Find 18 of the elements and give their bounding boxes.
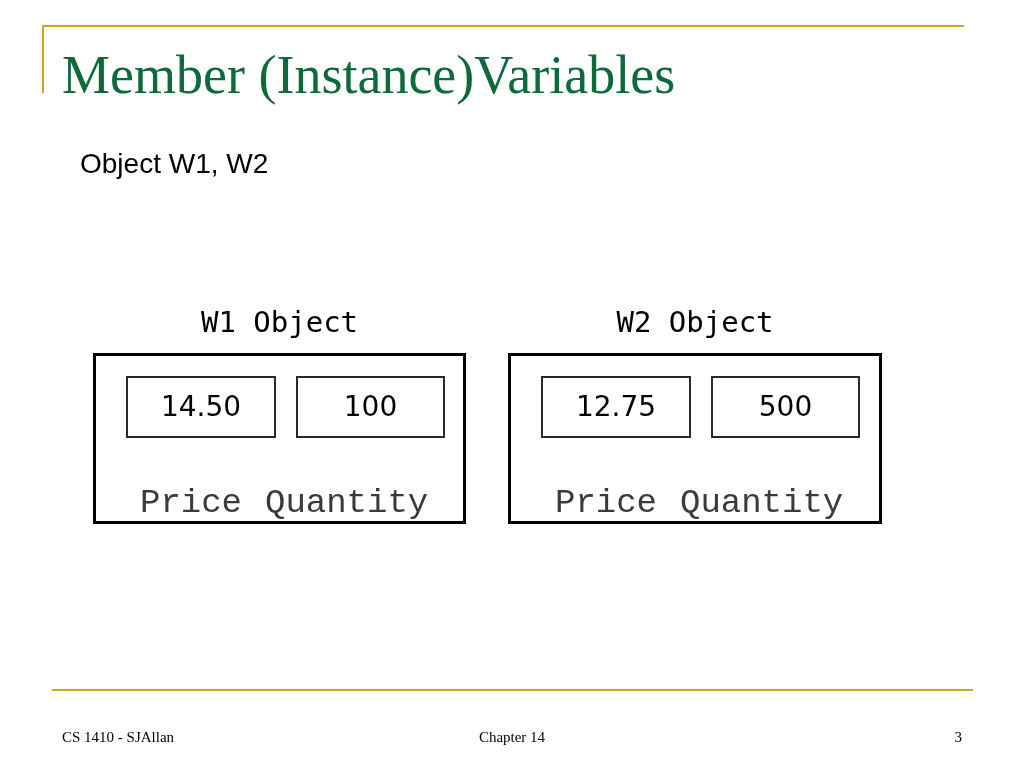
field-label: Quantity	[265, 486, 429, 520]
field-value: 500	[758, 393, 813, 421]
subtitle-text: Object W1, W2	[80, 150, 269, 178]
footer-text: CS 1410 - SJAllan	[62, 730, 175, 745]
field-value: 12.75	[575, 393, 657, 421]
value-field	[711, 376, 860, 438]
object-heading: W2 Object	[616, 308, 774, 337]
value-field	[126, 376, 276, 438]
field-value: 100	[343, 393, 398, 421]
field-label: Price	[140, 486, 243, 520]
field-label: Price	[555, 486, 658, 520]
object-heading: W1 Object	[200, 308, 359, 337]
field-value: 14.50	[160, 393, 242, 421]
value-field	[296, 376, 445, 438]
value-field	[541, 376, 691, 438]
page-number: 3	[954, 730, 962, 745]
field-label: Quantity	[680, 486, 844, 520]
footer-text: Chapter 14	[478, 730, 546, 745]
